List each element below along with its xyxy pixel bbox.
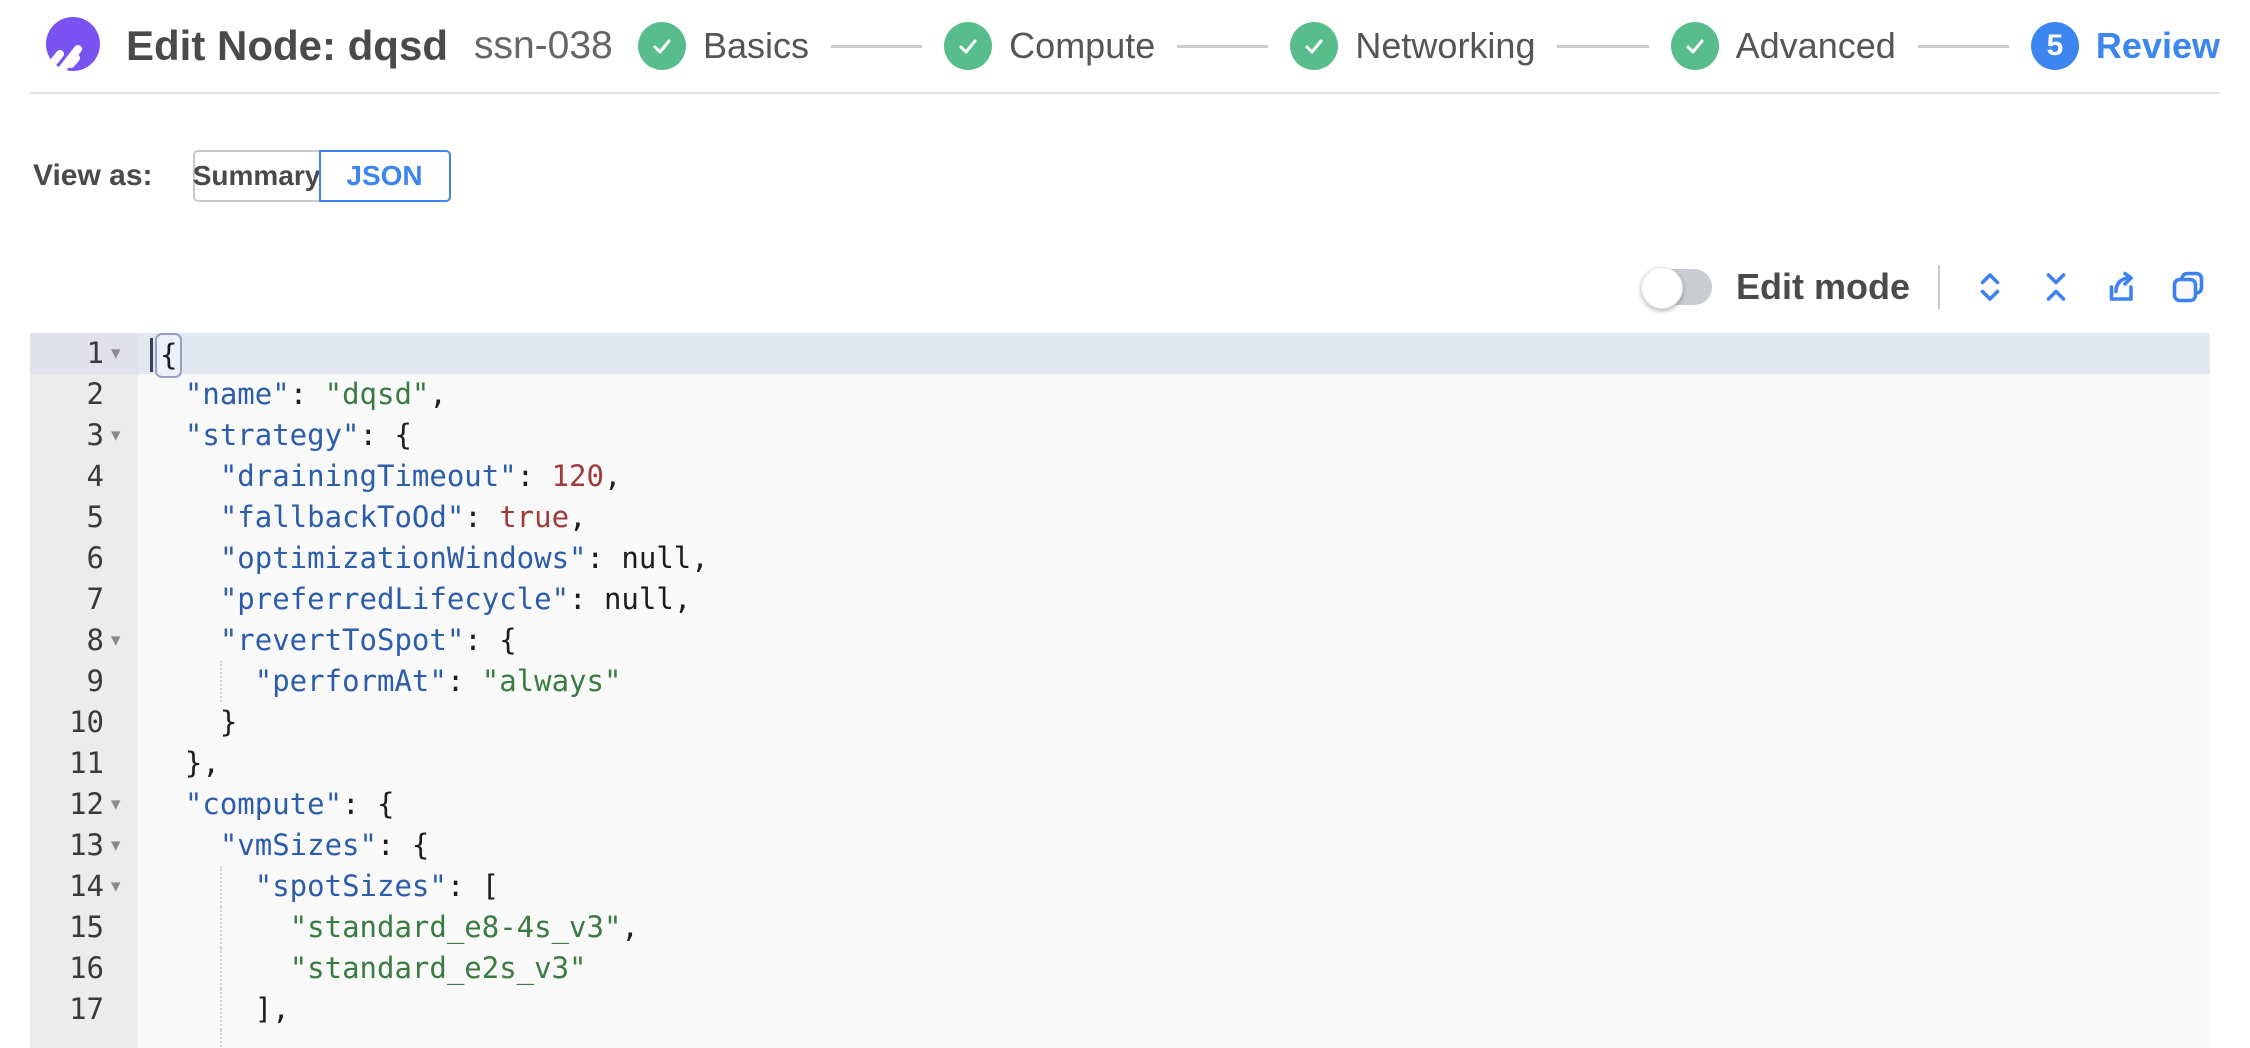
code-line: } [150,705,238,739]
code-line: "fallbackToOd": true, [219,500,587,534]
gutter-line-number [30,1030,138,1048]
indent-guide [219,989,222,1030]
fold-toggle-icon[interactable]: ▾ [111,835,121,856]
export-icon [2109,271,2133,301]
json-view-button[interactable]: JSON [318,150,451,202]
code-line: "name": "dqsd", [184,377,447,411]
gutter-line-number: 14▾ [30,866,138,907]
page-title: Edit Node: dqsd [126,22,448,69]
wizard-stepper: Basics Compute Networking Advanced 5 Rev… [637,22,2220,70]
toolbar-divider [1938,265,1940,309]
gutter-line-number: 10 [69,705,104,739]
gutter-line-number: 16 [69,951,104,985]
gutter-line-number: 12▾ [30,784,138,825]
editor-gutter: 1▾2 3▾4 5 6 7 8▾9 10 11 12▾13▾14▾15 16 17 [30,333,138,1048]
code-line: }, [150,746,220,780]
code-line: "spotSizes": [ [138,866,2210,907]
step-label: Basics [702,25,810,66]
gutter-line-number: 7 [86,582,104,616]
step-review[interactable]: 5 Review [2030,22,2220,70]
edit-mode-label: Edit mode [1735,266,1910,307]
gutter-line-number: 8▾ [30,620,138,661]
step-connector [1557,44,1649,48]
code-line [138,1030,2210,1048]
collapse-all-button[interactable] [2036,267,2076,307]
view-as-segmented-control: Summary JSON [192,150,451,202]
check-circle-icon [637,22,686,70]
step-connector [1917,44,2009,48]
indent-guide [219,866,222,907]
toggle-knob [1640,267,1683,309]
code-line: "compute": { [184,787,395,821]
step-connector [831,44,923,48]
code-line: "drainingTimeout": 120, [219,459,622,493]
expand-all-button[interactable] [1970,267,2010,307]
fold-toggle-icon[interactable]: ▾ [111,343,121,364]
code-line: "revertToSpot": { [219,623,517,657]
code-line: "performAt": "always" [138,661,2210,702]
wizard-header: Edit Node: dqsd ssn-038 Basics Compute N… [30,0,2220,94]
indent-guide [219,907,222,948]
gutter-line-number: 13▾ [30,825,138,866]
gutter-line-number: 17 [69,992,104,1026]
gutter-line-number: 4 [86,459,104,493]
check-circle-icon [1290,22,1339,70]
code-line: "preferredLifecycle": null, [219,582,692,616]
code-line: ], [138,989,2210,1030]
step-number-circle: 5 [2030,22,2079,70]
step-label: Advanced [1735,25,1896,66]
spot-logo-icon [46,17,100,76]
code-line: "vmSizes": { [219,828,430,862]
gutter-line-number: 3▾ [30,415,138,456]
step-label: Networking [1355,25,1536,66]
code-line: "standard_e2s_v3" [138,948,2210,989]
code-line: "optimizationWindows": null, [219,541,709,575]
step-compute[interactable]: Compute [944,22,1155,70]
indent-guide [219,1030,222,1048]
indent-guide [219,661,222,702]
step-advanced[interactable]: Advanced [1670,22,1896,70]
step-networking[interactable]: Networking [1290,22,1535,70]
node-id-subtitle: ssn-038 [473,24,613,67]
check-circle-icon [1670,22,1719,70]
json-toolbar: Edit mode [1640,262,2208,312]
step-connector [1177,44,1269,48]
view-as-row: View as: Summary JSON [33,150,451,202]
summary-view-button[interactable]: Summary [192,150,321,202]
fold-toggle-icon[interactable]: ▾ [111,876,121,897]
editor-code: { "name": "dqsd", "strategy": { "drainin… [138,333,2210,1048]
step-label: Compute [1009,25,1156,66]
gutter-line-number: 1▾ [30,333,138,374]
fold-toggle-icon[interactable]: ▾ [111,794,121,815]
step-label: Review [2095,25,2220,66]
indent-guide [219,948,222,989]
gutter-line-number: 5 [86,500,104,534]
text-cursor [150,338,153,372]
gutter-line-number: 2 [86,377,104,411]
edit-mode-toggle[interactable] [1640,267,1712,309]
copy-button[interactable] [2168,267,2208,307]
gutter-line-number: 11 [69,746,104,780]
check-circle-icon [944,22,993,70]
code-line: "strategy": { [184,418,412,452]
fold-toggle-icon[interactable]: ▾ [111,630,121,651]
copy-icon [2172,271,2204,303]
gutter-line-number: 6 [86,541,104,575]
code-line: { [138,333,2210,378]
fold-toggle-icon[interactable]: ▾ [111,425,121,446]
view-as-label: View as: [33,159,153,192]
step-basics[interactable]: Basics [637,22,810,70]
matched-bracket: { [155,333,183,378]
code-line: "standard_e8-4s_v3", [138,907,2210,948]
json-editor[interactable]: 1▾2 3▾4 5 6 7 8▾9 10 11 12▾13▾14▾15 16 17 { "name"… [30,333,2210,1048]
expand-all-icon [1980,273,2000,301]
collapse-all-icon [2046,273,2066,301]
gutter-line-number: 9 [86,664,104,698]
export-button[interactable] [2102,267,2142,307]
gutter-line-number: 15 [69,910,104,944]
